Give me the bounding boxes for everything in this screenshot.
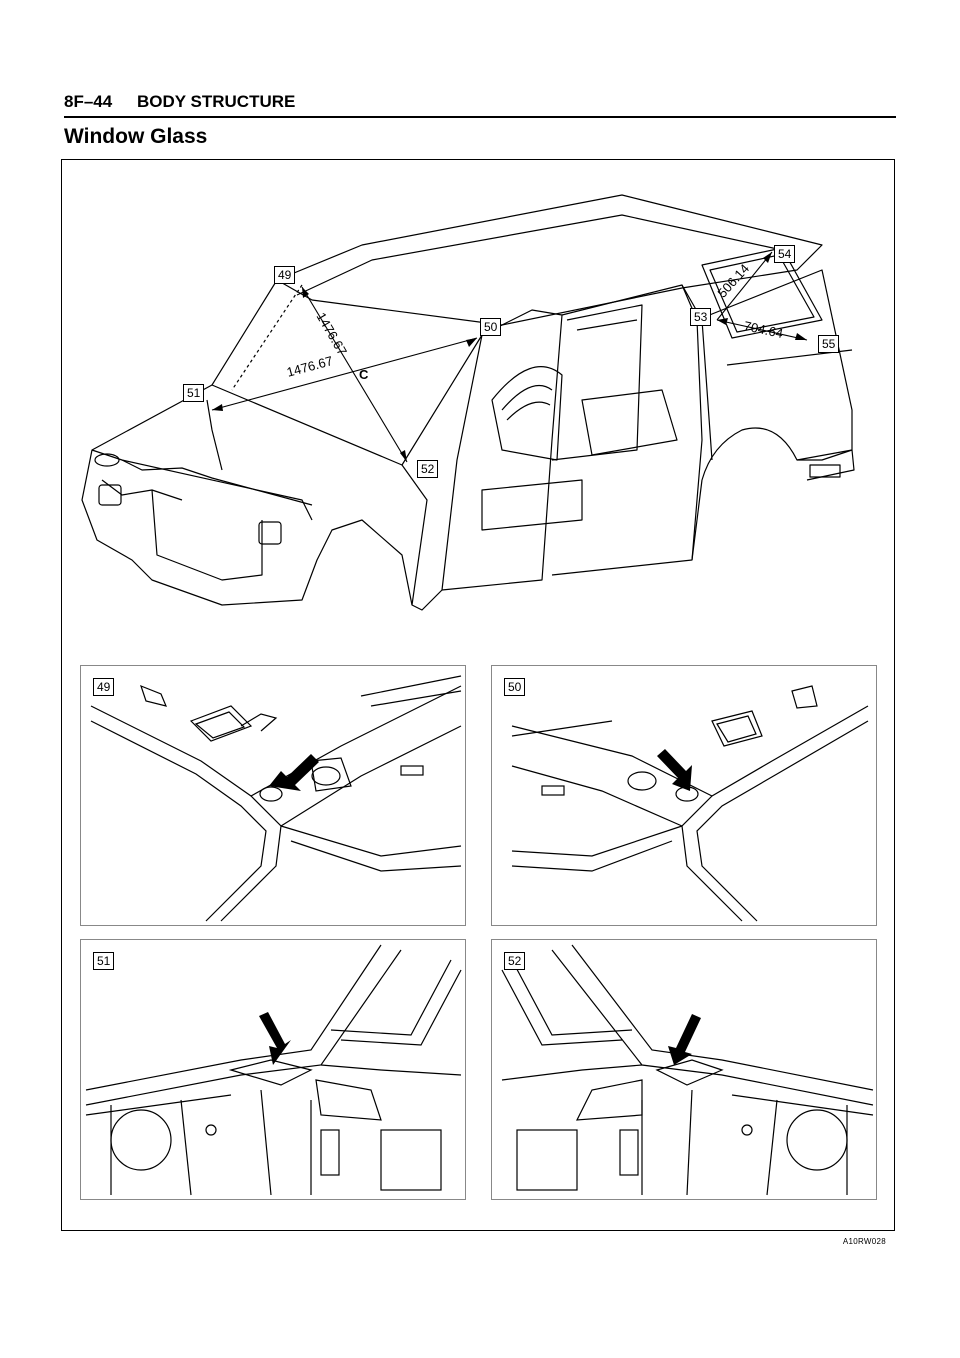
callout-50: 50 xyxy=(480,318,502,336)
page-header: 8F–44 BODY STRUCTURE xyxy=(64,90,896,118)
arrow-icon xyxy=(668,1014,701,1065)
arrow-icon xyxy=(259,1012,291,1065)
callout-52: 52 xyxy=(417,460,439,478)
detail-panel-52: 52 xyxy=(491,939,877,1200)
page-number: 8F–44 xyxy=(64,92,113,111)
dimension-point-c: C xyxy=(359,367,369,382)
detail-label-51: 51 xyxy=(93,952,115,970)
callout-55: 55 xyxy=(818,335,840,353)
callout-51: 51 xyxy=(183,384,205,402)
detail-panel-49: 49 xyxy=(80,665,466,926)
figure-reference-code: A10RW028 xyxy=(842,1237,886,1246)
header-rule xyxy=(64,116,896,118)
callout-53: 53 xyxy=(690,308,712,326)
detail-panel-50: 50 xyxy=(491,665,877,926)
detail-label-52: 52 xyxy=(504,952,526,970)
body-structure-illustration xyxy=(81,194,855,611)
arrow-icon xyxy=(657,749,692,791)
figure-frame: 49 50 51 52 53 54 55 1476.67 1476.67 C 5… xyxy=(61,159,895,1246)
section-title: BODY STRUCTURE xyxy=(137,92,296,111)
callout-49: 49 xyxy=(274,266,296,284)
page-title: Window Glass xyxy=(64,125,208,148)
detail-panel-51: 51 xyxy=(80,939,466,1200)
detail-label-50: 50 xyxy=(504,678,526,696)
callout-54: 54 xyxy=(774,245,796,263)
detail-label-49: 49 xyxy=(93,678,115,696)
arrow-icon xyxy=(269,754,319,791)
